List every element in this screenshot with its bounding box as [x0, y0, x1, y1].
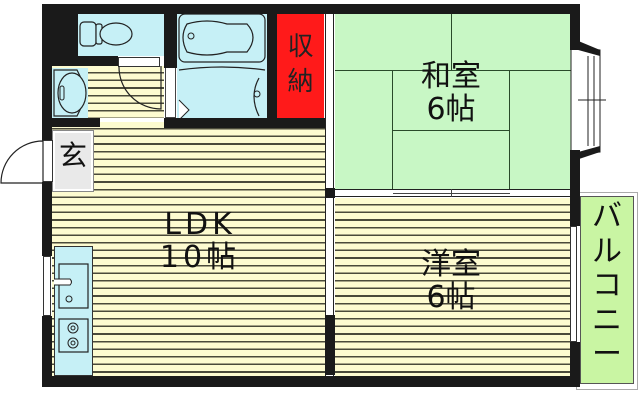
ldk-floor [52, 122, 326, 376]
wall-left-upper [42, 4, 52, 140]
wall-bath-storage [267, 12, 277, 120]
partition-post [325, 315, 335, 375]
sliding-door-divider [451, 189, 452, 197]
balcony [580, 196, 634, 384]
balcony-label: バルコニー [592, 199, 622, 372]
entry-door-icon[interactable] [0, 140, 44, 184]
partition-post [325, 188, 335, 198]
wall-bottom [42, 376, 580, 387]
door-swing-icon[interactable] [118, 65, 164, 112]
balcony-window [570, 226, 577, 342]
wall-washitsu-youshitsu-right [570, 186, 580, 198]
storage-label: 収納 [287, 32, 314, 98]
tatami-line [392, 71, 393, 189]
wall-left-mid [42, 182, 52, 256]
wall-toilet-left [52, 12, 78, 62]
tatami-line [393, 130, 509, 131]
wall-top [42, 4, 580, 14]
bathroom-door[interactable] [165, 66, 176, 118]
wall-hall-bottom [52, 118, 100, 127]
hallway-door-panel [118, 57, 160, 67]
washbasin-icon [53, 69, 87, 117]
storage-closet [277, 12, 324, 118]
toilet-icon [79, 21, 133, 47]
bay-window-icon [570, 40, 606, 160]
wall-toilet-bath [164, 12, 177, 68]
wall-toilet-bottom [52, 56, 118, 66]
wall-bath-bottom [164, 118, 325, 128]
ldk-washitsu-partition [325, 12, 334, 189]
kitchen-window [43, 256, 51, 316]
kitchen-sink-icon[interactable] [54, 246, 93, 376]
genkan [52, 130, 94, 192]
tatami-line [451, 13, 452, 70]
wall-left-lower [42, 316, 52, 387]
bathtub-icon [178, 13, 266, 121]
wall-right-lower [570, 342, 580, 387]
youshitsu-label: 洋室 6帖 [421, 247, 481, 315]
genkan-label: 玄 [58, 139, 87, 172]
tatami-line [335, 70, 571, 71]
washitsu-floor [335, 13, 571, 189]
ldk-label: LDK 10帖 [159, 207, 241, 275]
washitsu-label: 和室 6帖 [421, 59, 481, 127]
wall-right-upper [570, 4, 580, 50]
youshitsu-floor [335, 198, 571, 376]
stove-icon[interactable] [54, 246, 93, 376]
ldk-youshitsu-door[interactable] [325, 198, 334, 376]
tatami-line [509, 71, 510, 189]
